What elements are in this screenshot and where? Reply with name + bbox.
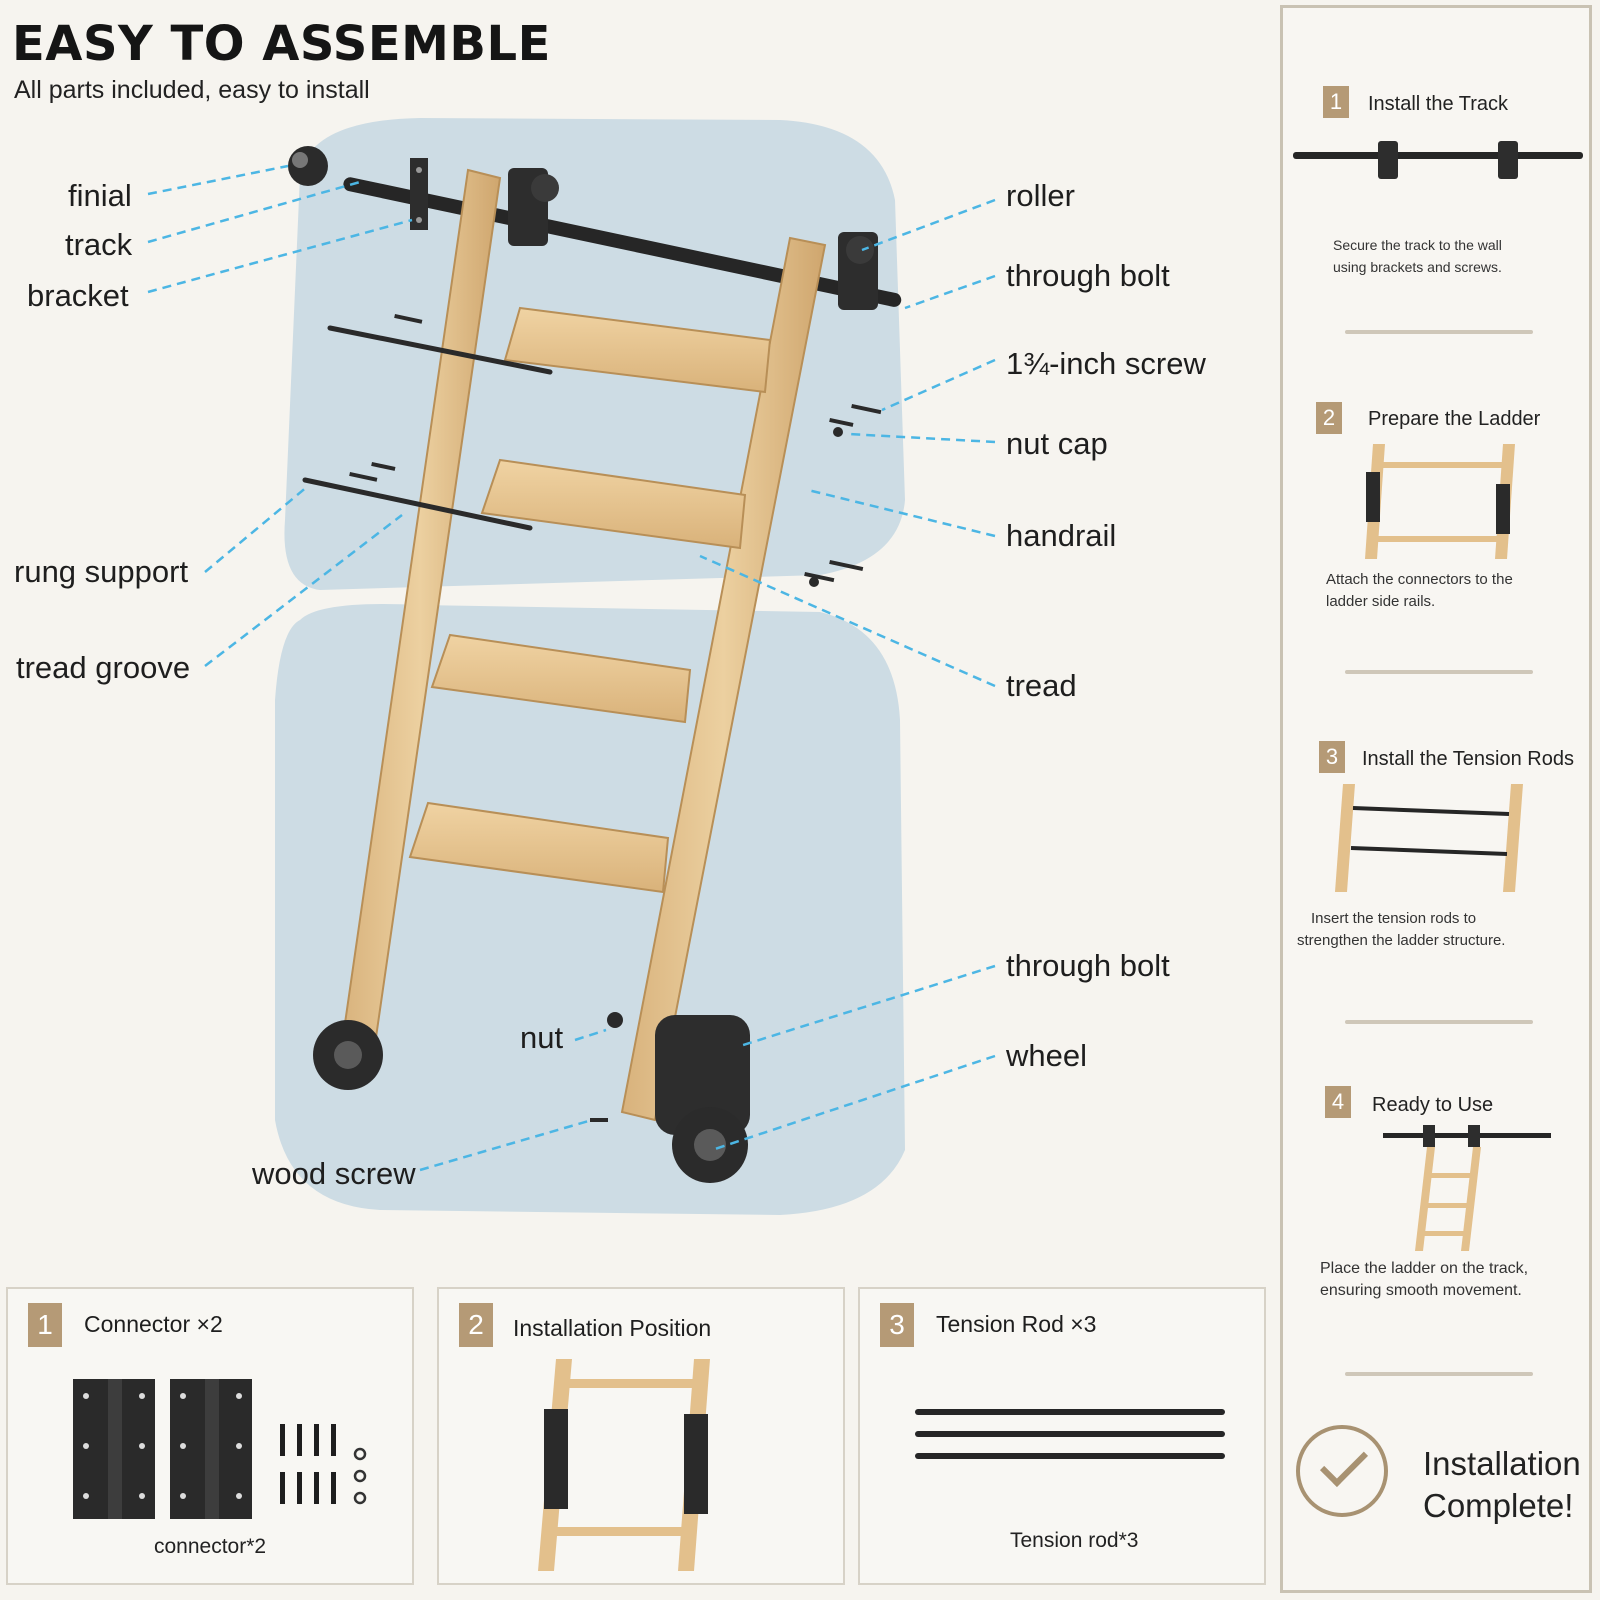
panel-tension-rod: 3 Tension Rod ×3 Tension rod*3 [858,1287,1266,1585]
step-4-desc-line-2: ensuring smooth movement. [1320,1282,1522,1299]
rung-support-upper [327,325,553,375]
step-2-desc-line-2: ladder side rails. [1326,593,1436,610]
installation-complete: Installation Complete! [1423,1443,1581,1527]
tread-1 [503,306,772,394]
panel-3-number: 3 [880,1303,914,1347]
step-4-description: Place the ladder on the track, ensuring … [1320,1258,1528,1302]
panel-1-number: 1 [28,1303,62,1347]
panel-1-title: Connector ×2 [84,1311,223,1337]
panel-connector: 1 Connector ×2 connector*2 [6,1287,414,1585]
complete-line-1: Installation [1423,1445,1581,1482]
installation-steps: 1 Install the Track Secure the track to … [1280,5,1592,1593]
step-2-title: Prepare the Ladder [1368,408,1541,430]
label-wood-screw: wood screw [251,1156,416,1191]
step-divider [1345,330,1533,334]
tread-2 [480,458,747,550]
label-through-bolt-top: through bolt [1006,258,1170,293]
step-divider [1345,1372,1533,1376]
right-rail [620,236,827,1122]
step-4-title: Ready to Use [1372,1094,1494,1116]
label-bracket: bracket [27,278,129,313]
connector-illustration [73,1379,367,1519]
installation-position-illustration [538,1359,710,1571]
wheel-left [313,1020,383,1090]
wheel-right [655,1015,750,1183]
step-1-desc-line-1: Secure the track to the wall [1333,237,1502,253]
label-handrail: handrail [1006,518,1116,553]
panel-3-title: Tension Rod ×3 [936,1311,1097,1337]
step-3-desc-line-2: strengthen the ladder structure. [1297,932,1506,949]
step-4-desc-line-1: Place the ladder on the track, [1320,1260,1529,1277]
label-wheel: wheel [1005,1038,1087,1073]
step-2-number: 2 [1316,402,1342,434]
label-track: track [65,227,133,262]
track-bracket [410,158,428,230]
step-3-desc-line-1: Insert the tension rods to [1311,910,1477,927]
step-3-description: Insert the tension rods to strengthen th… [1297,908,1505,952]
label-finial: finial [68,178,132,213]
complete-line-2: Complete! [1423,1487,1574,1524]
label-rung-support: rung support [14,554,188,589]
panel-1-caption: connector*2 [154,1535,267,1558]
step-divider [1345,670,1533,674]
step-1-track-illustration [1293,141,1583,179]
step-3-title: Install the Tension Rods [1362,748,1574,770]
roller-top-left [508,168,559,246]
step-2-description: Attach the connectors to the ladder side… [1326,569,1513,613]
label-nut-cap: nut cap [1006,426,1108,461]
step-4-number: 4 [1325,1086,1351,1118]
tread-4 [408,801,670,894]
step-4-ready-illustration [1383,1125,1551,1251]
step-3-number: 3 [1319,741,1345,773]
checkmark-icon [1296,1425,1388,1517]
panel-installation-position: 2 Installation Position [437,1287,845,1585]
label-screw: 1¾-inch screw [1006,346,1206,381]
label-tread-groove: tread groove [16,650,190,685]
label-nut: nut [520,1020,563,1055]
callout-lines [147,164,996,1172]
panel-2-title: Installation Position [513,1315,712,1341]
tension-rod-illustration [915,1409,1225,1459]
rung-support-lower [302,477,533,531]
roller-top-right [838,232,878,310]
step-2-ladder-illustration [1365,444,1515,559]
tread-3 [430,633,692,724]
exploded-ladder-diagram: finial track bracket rung support tread … [14,118,1206,1215]
label-tread: tread [1006,668,1077,703]
step-1-description: Secure the track to the wall using brack… [1333,234,1502,278]
step-2-desc-line-1: Attach the connectors to the [1326,571,1513,588]
step-3-tension-illustration [1335,784,1523,892]
panel-2-number: 2 [459,1303,493,1347]
finial [288,146,328,186]
step-1-number: 1 [1323,86,1349,118]
step-1-title: Install the Track [1368,93,1509,115]
page-subtitle: All parts included, easy to install [14,76,370,104]
step-1-desc-line-2: using brackets and screws. [1333,259,1502,275]
page-title: EASY TO ASSEMBLE [12,16,551,72]
label-roller: roller [1006,178,1075,213]
step-divider [1345,1020,1533,1024]
panel-3-caption: Tension rod*3 [1010,1529,1139,1552]
screws [349,314,882,1122]
label-through-bolt-bottom: through bolt [1006,948,1170,983]
